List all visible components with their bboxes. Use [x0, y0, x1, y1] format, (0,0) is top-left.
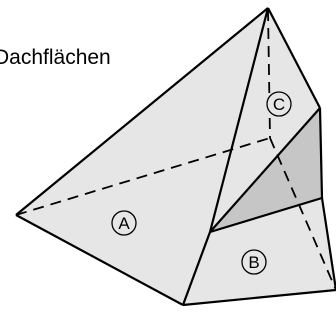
edge-right-vertical: [318, 107, 324, 199]
face-label-b-text: B: [248, 253, 259, 272]
face-label-a: A: [111, 210, 137, 236]
hidden-edge-right: [269, 137, 336, 291]
edge-ridge-right: [267, 7, 321, 109]
edge-left-ridge: [15, 7, 269, 216]
face-label-a-text: A: [118, 214, 130, 233]
edge-left-bottom: [15, 214, 184, 306]
edge-ridge-down: [208, 7, 270, 233]
edge-diagonal: [209, 107, 321, 233]
roof-face-c: [210, 8, 320, 232]
edge-b-right: [320, 197, 336, 291]
visible-edges: [15, 7, 336, 307]
edge-b-top: [209, 196, 323, 234]
edge-bottom: [182, 288, 336, 307]
face-label-c: C: [266, 91, 292, 117]
face-label-c-text: C: [273, 95, 285, 114]
roof-face-a: [16, 8, 268, 305]
hidden-edge-base: [15, 137, 271, 216]
hidden-edges: [15, 9, 336, 291]
diagram-title: Dachflächen: [0, 46, 111, 69]
hidden-edge-vertical: [267, 9, 271, 139]
edge-center-down: [181, 231, 212, 306]
face-label-b: B: [241, 249, 267, 275]
